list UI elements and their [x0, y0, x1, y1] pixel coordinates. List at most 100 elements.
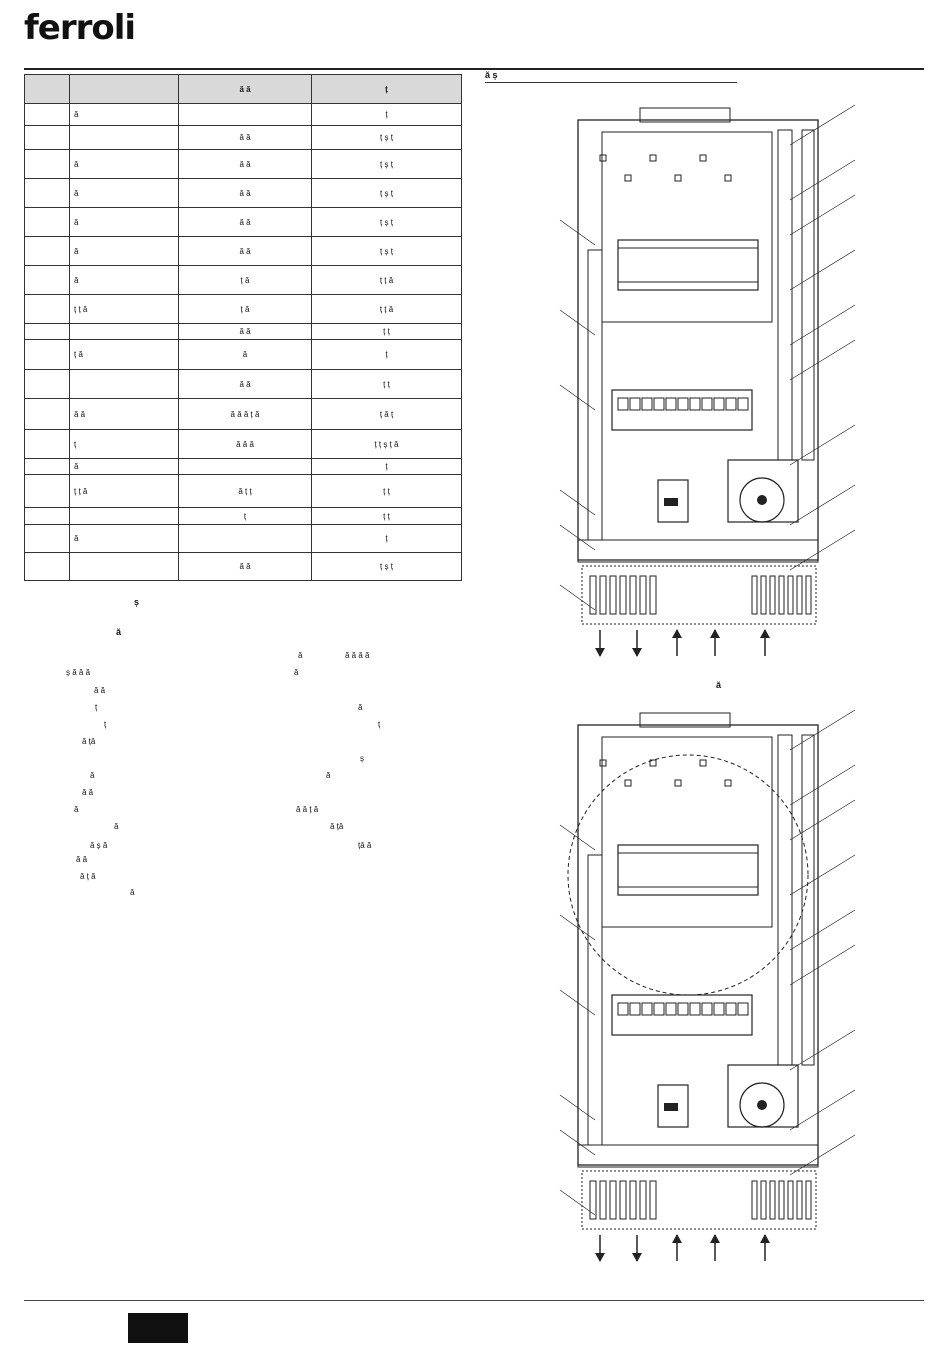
chamber-fixing [624, 174, 632, 182]
table-cell [24, 125, 70, 150]
text-fragment: ț [104, 720, 107, 729]
table-cell [24, 398, 70, 430]
text-fragment: ă [90, 771, 95, 780]
table-cell: ț ț [311, 323, 462, 340]
table-cell [24, 552, 70, 581]
callout-line [789, 909, 856, 951]
table-cell [24, 103, 70, 126]
arrow-head [672, 629, 682, 638]
callout-line [789, 104, 856, 146]
circulation-pump [727, 459, 799, 523]
burner-nozzle [701, 397, 713, 411]
pump-rotor [739, 477, 785, 523]
text-fragment: ă [358, 703, 363, 712]
table-cell: ț [311, 339, 462, 370]
chamber-fixing [724, 779, 732, 787]
table-cell: ă [69, 265, 179, 295]
flue-outlet [639, 712, 731, 728]
callout-line [789, 194, 856, 236]
vent-slot [599, 575, 607, 615]
table-cell [69, 323, 179, 340]
burner-nozzle [689, 1002, 701, 1016]
vent-slot [619, 575, 627, 615]
burner-nozzle [737, 1002, 749, 1016]
table-cell: ț ț ă [69, 474, 179, 508]
page-tab-marker [128, 1313, 188, 1343]
burner [611, 994, 753, 1036]
burner-nozzle [689, 397, 701, 411]
text-fragment: ă ș ă [90, 841, 108, 850]
arrow-head [632, 648, 642, 657]
vent-slot [760, 575, 767, 615]
vent-slot [589, 1180, 597, 1220]
text-fragment: ă ă [94, 686, 106, 695]
pump-rotor [739, 1082, 785, 1128]
table-cell [24, 323, 70, 340]
vent-slot [639, 1180, 647, 1220]
arrow-head [632, 1253, 642, 1262]
callout-line [789, 854, 856, 896]
table-cell: ț ă [178, 294, 312, 324]
text-fragment: ș ă ă ă [66, 668, 91, 677]
pump-center [757, 495, 767, 505]
callout-line [559, 219, 596, 246]
table-cell [24, 339, 70, 370]
callout-line [789, 159, 856, 201]
vent-slot [629, 575, 637, 615]
gas-valve-label [664, 498, 678, 506]
vent-slot [805, 1180, 812, 1220]
table-cell: ă [69, 103, 179, 126]
text-fragment: ă [74, 805, 79, 814]
table-header-cell: ă ă [178, 74, 312, 104]
table-header-row: ă ă ț [24, 74, 462, 104]
table-cell: ă ă [178, 149, 312, 179]
chamber-fixing [674, 779, 682, 787]
table-cell: ț ț ă [311, 265, 462, 295]
burner-nozzle [653, 1002, 665, 1016]
burner-nozzle [725, 1002, 737, 1016]
vent-slot [609, 575, 617, 615]
table-cell: ț ș ț [311, 125, 462, 150]
chamber-fixing [699, 759, 707, 767]
burner-nozzle [617, 1002, 629, 1016]
vent-slot [649, 575, 657, 615]
text-fragment: ț [378, 720, 381, 729]
table-cell: ț ă ț [311, 398, 462, 430]
table-cell: ă ț ț [178, 474, 312, 508]
expansion-vessel [801, 734, 815, 1066]
callout-line [559, 309, 596, 336]
connection-box [581, 1170, 817, 1230]
gas-valve [657, 479, 689, 523]
callout-line [559, 384, 596, 411]
burner-nozzle [641, 1002, 653, 1016]
circulation-pump [727, 1064, 799, 1128]
chamber-fixing [724, 174, 732, 182]
arrow-head [710, 1234, 720, 1243]
table-cell [24, 236, 70, 266]
table-cell [69, 125, 179, 150]
chamber-fixing [674, 174, 682, 182]
burner-nozzle [725, 397, 737, 411]
callout-line [559, 1189, 596, 1216]
pipe-left [587, 249, 603, 541]
callout-line [559, 1129, 596, 1156]
table-cell: ă ă [178, 369, 312, 399]
table-cell: ă ă [178, 552, 312, 581]
table-header-cell [69, 74, 179, 104]
table-cell: ț ș ț [311, 207, 462, 237]
burner-nozzle [629, 1002, 641, 1016]
burner [611, 389, 753, 431]
burner-nozzle [629, 397, 641, 411]
vent-slot [805, 575, 812, 615]
table-cell: ă [69, 458, 179, 475]
burner-nozzle [665, 397, 677, 411]
text-fragment: ș [360, 754, 364, 763]
table-cell: ă ă [178, 323, 312, 340]
arrow-head [760, 1234, 770, 1243]
